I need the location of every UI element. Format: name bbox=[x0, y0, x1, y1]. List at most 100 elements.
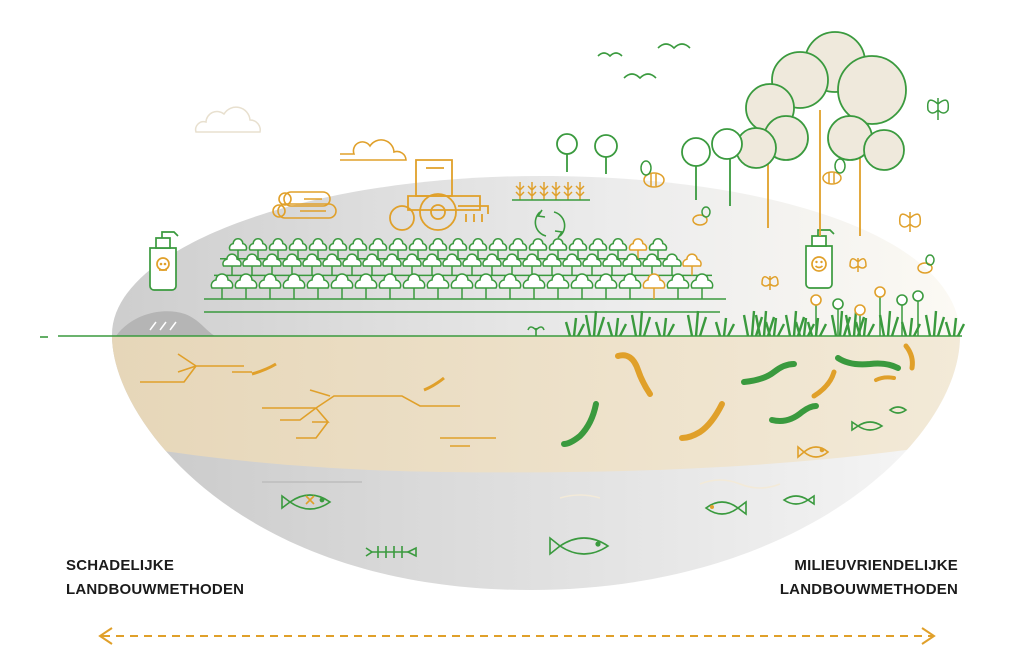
grass-tuft-icon bbox=[794, 317, 816, 337]
harmful-methods-line2: LANDBOUWMETHODEN bbox=[66, 581, 245, 598]
grass-tuft-icon bbox=[606, 317, 628, 337]
wild-grass-and-flowers bbox=[527, 286, 966, 337]
grass-tuft-icon bbox=[944, 317, 966, 337]
crop-plant-icon bbox=[242, 253, 262, 276]
bee-icon bbox=[640, 160, 665, 188]
crop-plant-icon bbox=[570, 273, 594, 299]
crop-plant-icon bbox=[428, 238, 448, 259]
butterfly-icon bbox=[849, 258, 867, 272]
bee-icon bbox=[822, 158, 846, 185]
crop-plant-icon bbox=[622, 253, 642, 276]
crop-plant-icon bbox=[474, 273, 498, 299]
butterfly-icon bbox=[926, 98, 950, 120]
water-ripple bbox=[559, 494, 601, 499]
crop-plant-icon bbox=[546, 273, 570, 299]
crop-plant-icon bbox=[628, 238, 648, 259]
grass-tuft-icon bbox=[686, 310, 708, 337]
crop-plant-icon bbox=[582, 253, 602, 276]
worm-icon bbox=[741, 361, 797, 385]
crop-plant-icon bbox=[234, 273, 258, 299]
crop-plant-icon bbox=[648, 238, 668, 259]
insects bbox=[640, 98, 950, 290]
flower-icon bbox=[912, 290, 924, 336]
eco-friendly-methods-line1: MILIEUVRIENDELIJKE bbox=[794, 557, 958, 574]
crop-plant-icon bbox=[528, 238, 548, 259]
butterfly-icon bbox=[898, 212, 922, 232]
crop-plant-icon bbox=[488, 238, 508, 259]
wheat-icon bbox=[512, 182, 590, 201]
crop-plant-icon bbox=[588, 238, 608, 259]
crop-plant-icon bbox=[228, 238, 248, 259]
crop-plant-icon bbox=[388, 238, 408, 259]
flower-icon bbox=[810, 294, 822, 336]
fish-icon bbox=[549, 536, 610, 556]
crop-plant-icon bbox=[328, 238, 348, 259]
crop-plant-icon bbox=[322, 253, 342, 276]
worm-icon bbox=[769, 403, 819, 424]
crop-plant-icon bbox=[562, 253, 582, 276]
bee-icon bbox=[692, 206, 711, 226]
crop-plant-icon bbox=[302, 253, 322, 276]
crop-plant-icon bbox=[402, 253, 422, 276]
crop-plant-icon bbox=[450, 273, 474, 299]
fish-icon bbox=[281, 494, 332, 510]
tree-icon bbox=[711, 128, 743, 206]
crop-plant-icon bbox=[342, 253, 362, 276]
grass-tuft-icon bbox=[714, 317, 736, 337]
worm-icon bbox=[811, 369, 837, 399]
crop-plant-icon bbox=[288, 238, 308, 259]
crop-plant-icon bbox=[642, 273, 666, 299]
grass-tuft-icon bbox=[630, 310, 652, 337]
crop-plant-icon bbox=[666, 273, 690, 299]
crop-plant-icon bbox=[354, 273, 378, 299]
cloud-icon bbox=[194, 106, 261, 133]
crop-plant-icon bbox=[422, 253, 442, 276]
forest bbox=[556, 31, 907, 236]
bird-icon bbox=[623, 73, 657, 80]
logs-icon bbox=[272, 191, 337, 219]
crop-plant-icon bbox=[368, 238, 388, 259]
crop-plant-icon bbox=[306, 273, 330, 299]
crop-plant-icon bbox=[462, 253, 482, 276]
crop-plant-icon bbox=[594, 273, 618, 299]
bee-icon bbox=[917, 254, 935, 274]
water-ripple bbox=[699, 479, 781, 489]
flower-icon bbox=[874, 286, 886, 336]
crop-plant-icon bbox=[548, 238, 568, 259]
grass-tuft-icon bbox=[924, 310, 946, 337]
crop-plant-icon bbox=[602, 253, 622, 276]
crop-plant-icon bbox=[568, 238, 588, 259]
fish-icon bbox=[782, 494, 815, 506]
worm-icon bbox=[615, 352, 653, 397]
fish-icon bbox=[851, 420, 884, 432]
worm-icon bbox=[679, 401, 725, 441]
butterfly-icon bbox=[761, 276, 779, 290]
grass-tuft-icon bbox=[584, 310, 606, 337]
grass-tuft-icon bbox=[754, 310, 776, 337]
crop-plant-icon bbox=[402, 273, 426, 299]
fish-icon bbox=[888, 406, 908, 414]
crop-plant-icon bbox=[348, 238, 368, 259]
fish-icon bbox=[797, 445, 830, 459]
crop-plant-icon bbox=[268, 238, 288, 259]
crop-plant-icon bbox=[468, 238, 488, 259]
worm-icon bbox=[874, 375, 896, 382]
crop-plant-icon bbox=[642, 253, 662, 276]
monoculture-crop-rows bbox=[204, 238, 726, 313]
crop-plant-icon bbox=[330, 273, 354, 299]
crop-plant-icon bbox=[408, 238, 428, 259]
crop-plant-icon bbox=[522, 273, 546, 299]
dry-soil-cracks bbox=[140, 353, 496, 447]
tree-icon bbox=[594, 134, 618, 174]
crop-plant-icon bbox=[426, 273, 450, 299]
crop-plant-icon bbox=[542, 253, 562, 276]
grass-tuft-icon bbox=[564, 317, 586, 337]
worm-icon bbox=[835, 355, 901, 371]
crop-plant-icon bbox=[282, 273, 306, 299]
crop-plant-icon bbox=[308, 238, 328, 259]
sprout-icon bbox=[527, 326, 545, 336]
eco-friendly-methods-label: MILIEUVRIENDELIJKE LANDBOUWMETHODEN bbox=[780, 554, 958, 602]
mound-cracks bbox=[149, 321, 177, 331]
crop-plant-icon bbox=[248, 238, 268, 259]
